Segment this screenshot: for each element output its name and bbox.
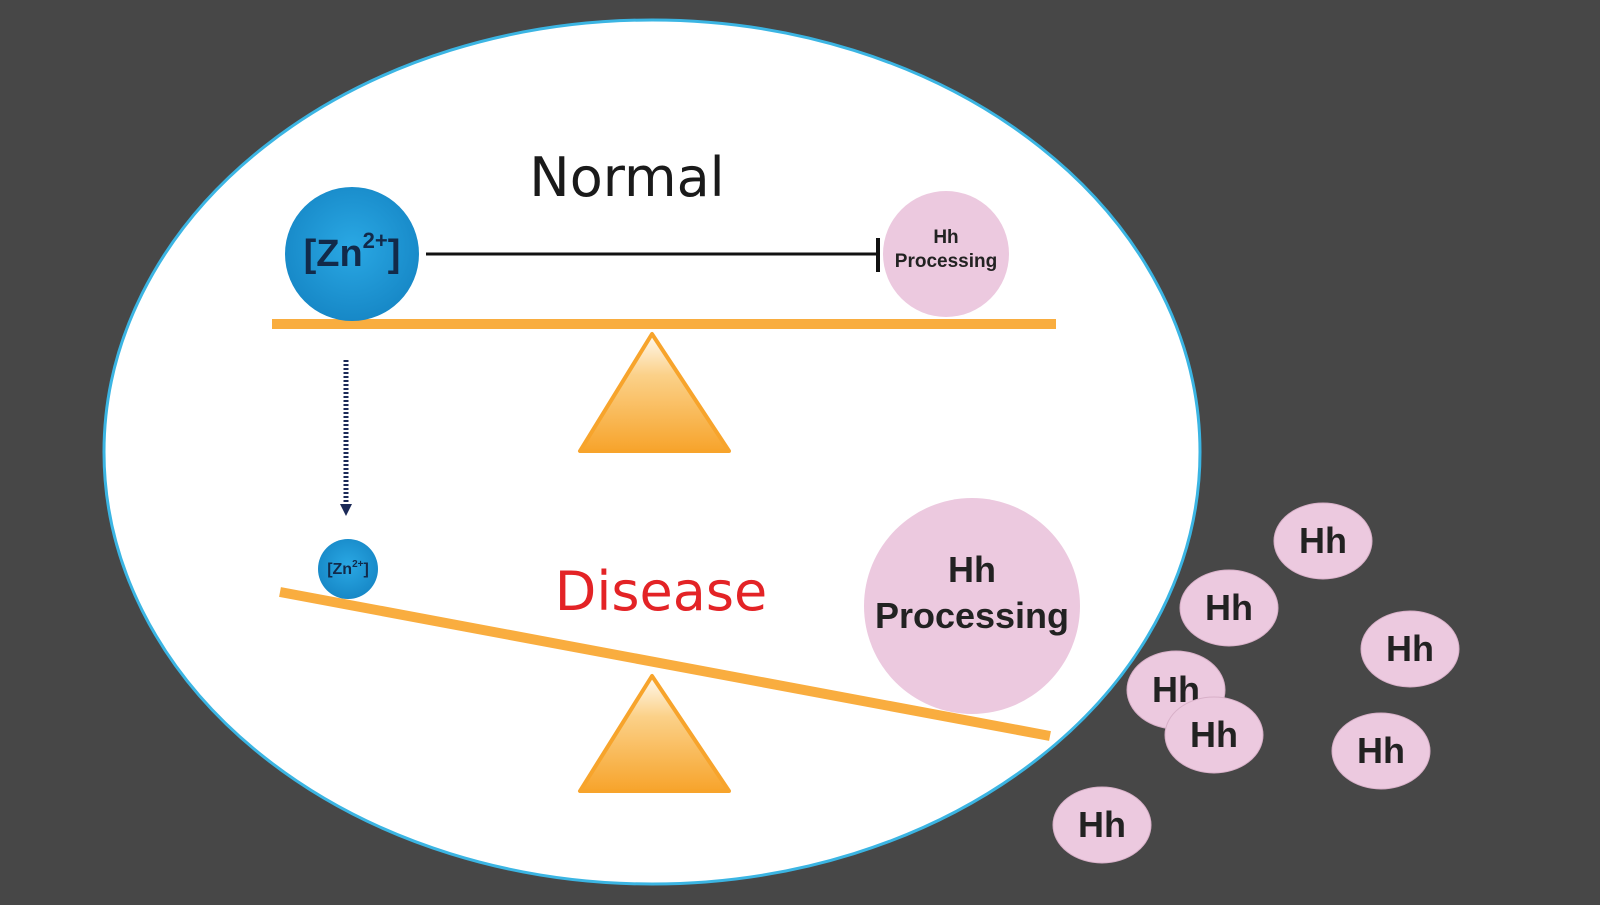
released-hh-label: Hh (1205, 587, 1253, 628)
normal-zinc-label-sup: 2+ (363, 228, 388, 253)
released-hh-label: Hh (1078, 804, 1126, 845)
disease-hh-circle (864, 498, 1080, 714)
released-hh-label: Hh (1299, 520, 1347, 561)
released-hh-bubble: Hh (1164, 696, 1264, 774)
disease-zinc-circle (318, 539, 378, 599)
normal-hh-circle (883, 191, 1009, 317)
released-hh-bubble: Hh (1331, 712, 1431, 790)
disease-seesaw-beam (279, 587, 1051, 741)
disease-hh-label-line2: Processing (875, 595, 1069, 636)
normal-zinc-label-end: ] (388, 233, 401, 275)
disease-fulcrum (578, 674, 731, 793)
disease-zinc-label: [Zn2+] (327, 559, 369, 579)
released-hh-bubble: Hh (1273, 502, 1373, 580)
disease-title: Disease (555, 560, 767, 623)
released-hh-label: Hh (1357, 730, 1405, 771)
normal-zinc-label-base: [Zn (304, 233, 363, 275)
released-hh-label: Hh (1386, 628, 1434, 669)
released-hh-group: Hh Hh Hh Hh Hh Hh Hh (1052, 502, 1460, 864)
normal-fulcrum (578, 332, 731, 453)
disease-zinc-label-sup: 2+ (352, 559, 364, 570)
normal-hh-label-line2: Processing (895, 251, 997, 272)
normal-zinc-label: [Zn2+] (304, 228, 401, 275)
released-hh-bubble: Hh (1360, 610, 1460, 688)
normal-title: Normal (529, 146, 724, 209)
released-hh-bubble: Hh (1052, 786, 1152, 864)
disease-zinc-label-end: ] (363, 561, 368, 578)
normal-zinc-circle (285, 187, 419, 321)
released-hh-bubble: Hh (1179, 569, 1279, 647)
disease-zinc-label-base: [Zn (327, 561, 352, 578)
disease-hh-label-line1: Hh (948, 549, 996, 590)
decrease-arrow-head (340, 504, 352, 516)
normal-seesaw-beam (272, 319, 1056, 329)
normal-hh-label-line1: Hh (933, 227, 958, 248)
released-hh-label: Hh (1190, 714, 1238, 755)
